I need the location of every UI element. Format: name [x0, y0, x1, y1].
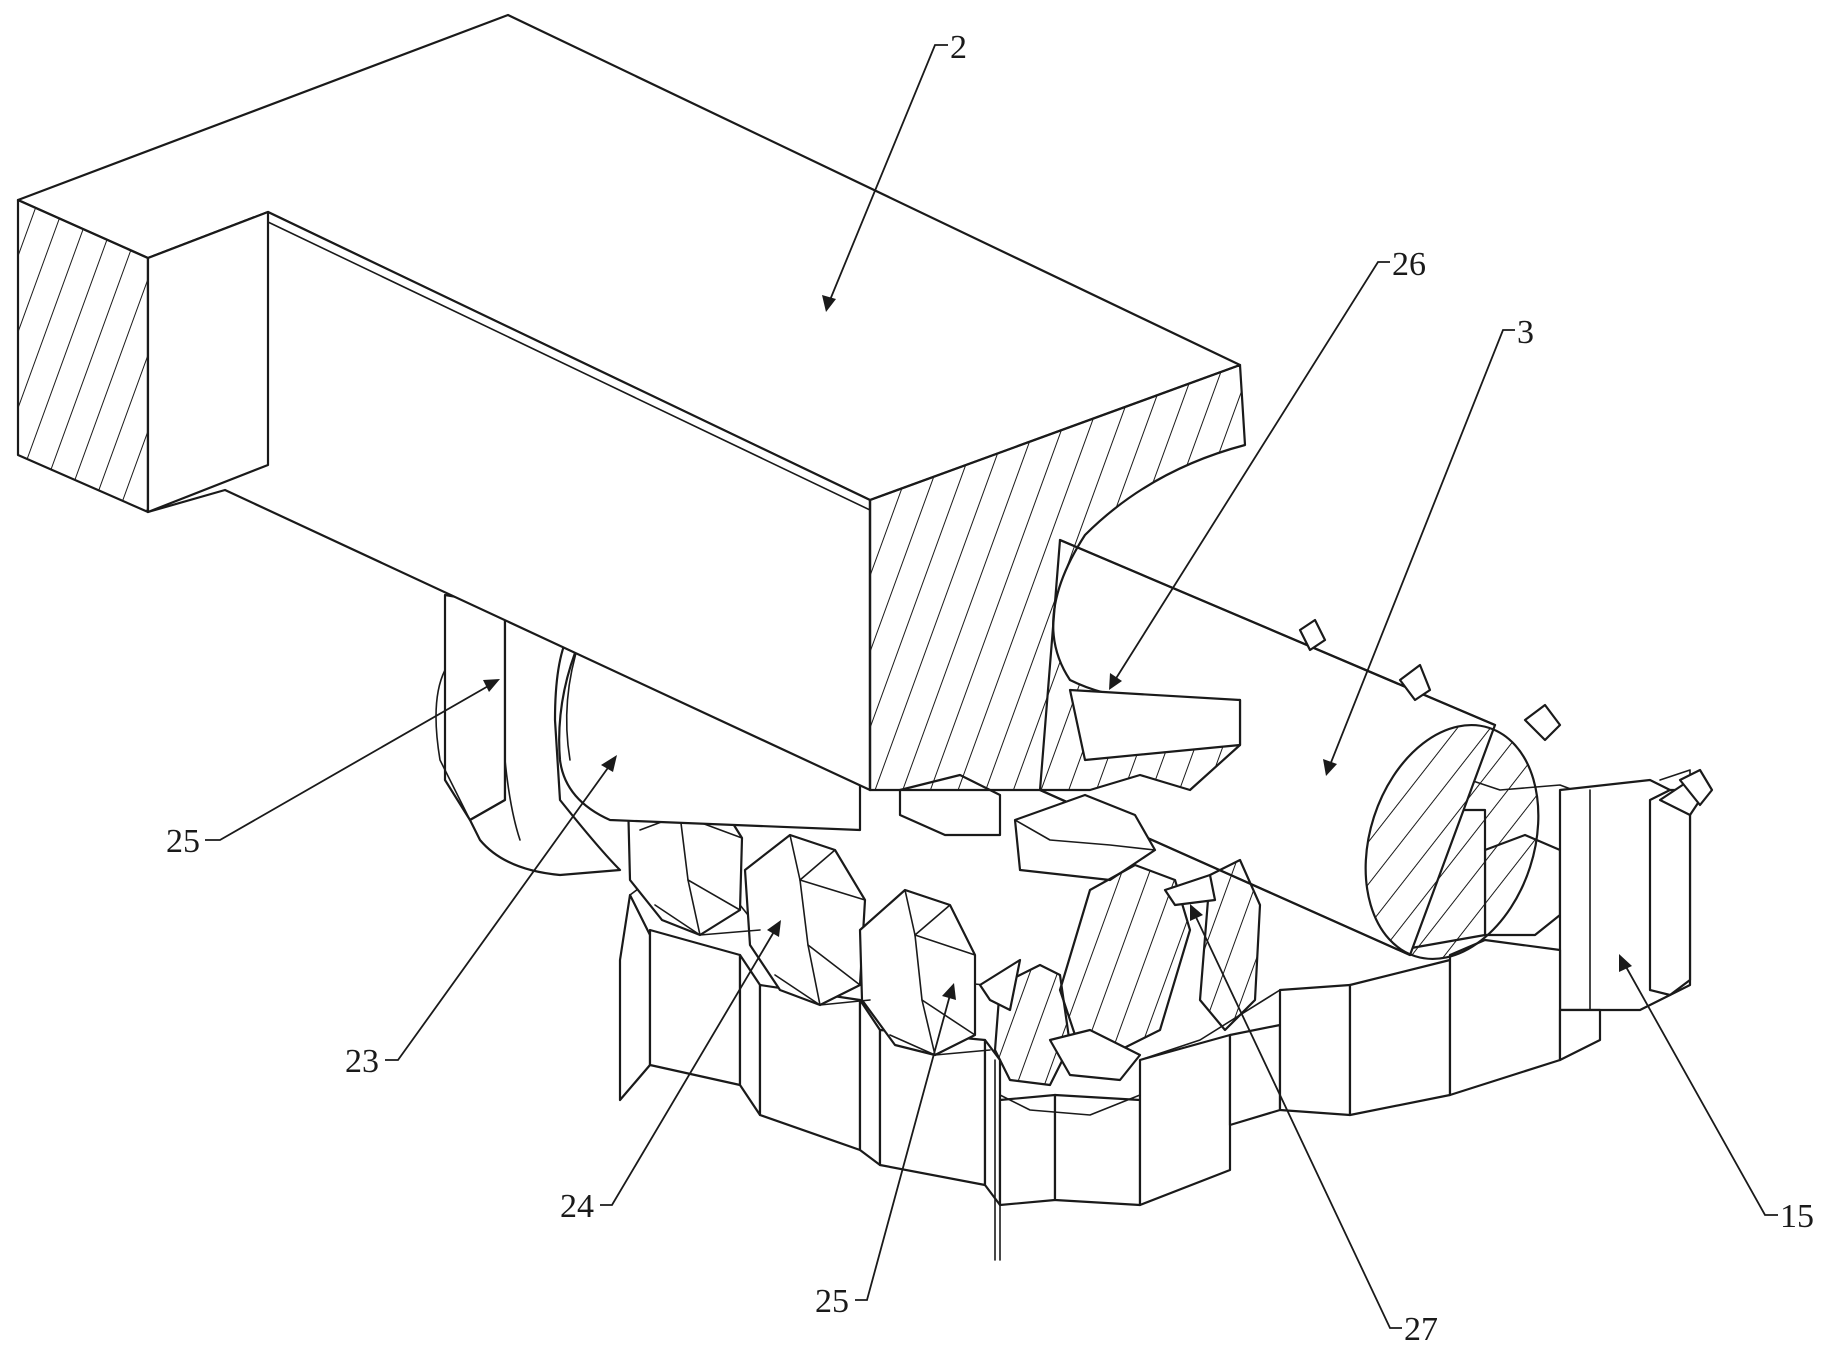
leaders: [205, 44, 1778, 1329]
callout-labels: 2 26 3 25 23 24 25 27 15: [166, 29, 1814, 1348]
callout-15: 15: [1780, 1198, 1814, 1235]
callout-26: 26: [1392, 246, 1426, 283]
callout-23: 23: [345, 1043, 379, 1080]
callout-2: 2: [950, 29, 967, 66]
frame-block: [16, 13, 1247, 792]
callout-24: 24: [560, 1188, 594, 1225]
roller-section: [1364, 723, 1540, 961]
callout-25-lower: 25: [815, 1283, 849, 1320]
callout-3: 3: [1517, 314, 1534, 351]
callout-25-upper: 25: [166, 823, 200, 860]
callout-27: 27: [1404, 1311, 1438, 1348]
hex-gear-ring: [618, 688, 1714, 1261]
cut-sections: [978, 858, 1262, 1116]
